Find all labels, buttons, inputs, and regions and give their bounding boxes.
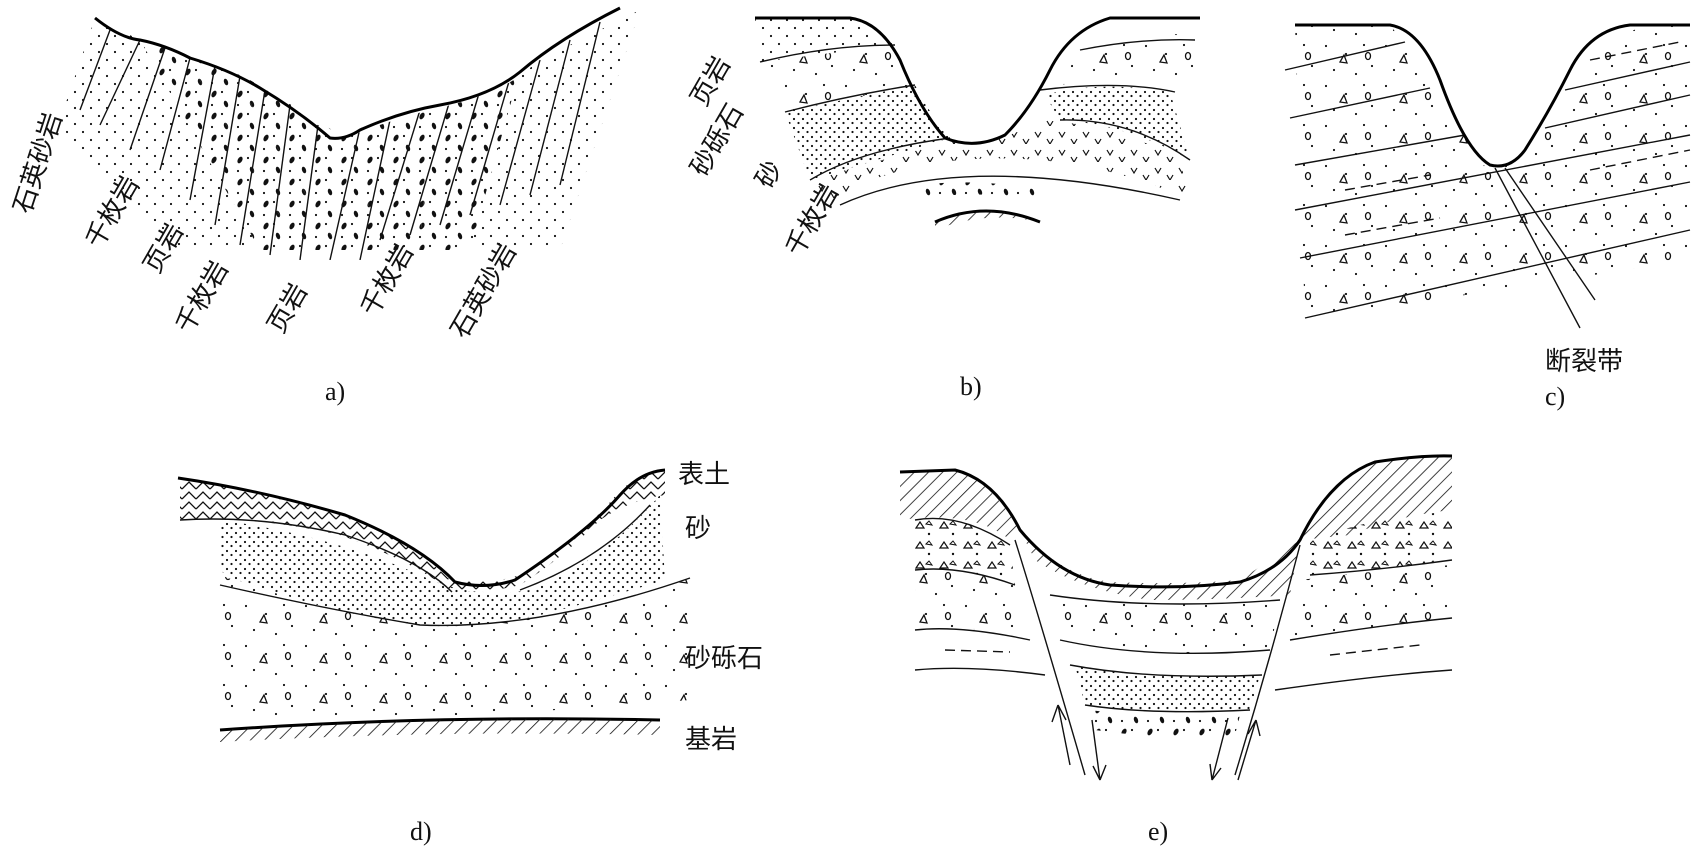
panel-e: e) [899, 454, 1453, 846]
panel-a-ground-surface [94, 6, 621, 140]
e-gravel-right [1290, 565, 1452, 640]
b-pebble-row [920, 182, 1040, 200]
e-topsoil-valley [1020, 530, 1300, 600]
panel-b-bedrock-hatch [935, 211, 1040, 230]
b-gravel-left [760, 45, 915, 112]
b-sand-left [785, 85, 950, 180]
label-b-phyllite: 千枚岩 [780, 179, 845, 262]
panel-c-ground-surface [1295, 23, 1690, 168]
e-faults [1014, 539, 1301, 776]
label-b-gravel: 砂砾石 [685, 99, 750, 182]
e-pebbles-bottom [1090, 710, 1240, 737]
e-gravel-left [915, 569, 1030, 635]
panel-b-ground-surface [755, 16, 1200, 145]
panel-d-labels: 表土 砂 砂砾石 基岩 [678, 460, 763, 755]
label-c-fault-zone: 断裂带 [1545, 347, 1623, 377]
e-sand-center [1075, 665, 1260, 712]
e-fault-arrows [1051, 704, 1261, 781]
e-bedding-lines [914, 517, 1453, 713]
label-b-sand: 砂 [750, 156, 789, 194]
b-phyllite [810, 120, 1190, 205]
label-phyllite-right: 千枚岩 [355, 239, 420, 322]
label-quartz-sandstone-right: 石英砂岩 [445, 238, 523, 343]
panel-e-ground-surface [899, 454, 1453, 589]
b-sand-right [1045, 86, 1190, 160]
panel-d-ground-surface [177, 468, 666, 587]
arrow-up-right [1237, 719, 1261, 781]
e-breccia-right [1310, 512, 1452, 575]
label-phyllite-middle: 千枚岩 [170, 256, 235, 339]
c-bedding-lines [1284, 41, 1691, 319]
c-fault-zone [1494, 167, 1596, 329]
label-d-sand: 砂 [685, 514, 711, 544]
quartz-sandstone-left [60, 18, 260, 250]
quartz-sandstone-right [470, 10, 640, 250]
label-d-bedrock: 基岩 [685, 725, 737, 755]
e-gravel-center [1050, 595, 1280, 654]
label-shale-middle: 页岩 [262, 278, 314, 338]
caption-a: a) [325, 377, 345, 406]
label-quartz-sandstone-left: 石英砂岩 [8, 109, 69, 217]
label-phyllite-left: 千枚岩 [80, 171, 145, 254]
panel-c: 断裂带 c) [1284, 23, 1691, 411]
caption-c: c) [1545, 382, 1565, 411]
arrow-down-left [1091, 719, 1107, 781]
b-shale-left [755, 18, 895, 62]
c-shale-dashes [1344, 41, 1691, 236]
caption-d: d) [410, 817, 432, 846]
arrow-up-left [1051, 704, 1071, 766]
e-topsoil-right [1300, 455, 1452, 540]
panel-d-bedrock-hatch [220, 718, 660, 742]
e-shale-dashes [944, 644, 1421, 656]
panel-a-strata [60, 10, 640, 260]
panel-b: 页岩 砂砾石 砂 千枚岩 b) [685, 16, 1200, 401]
panel-d: 表土 砂 砂砾石 基岩 d) [177, 460, 763, 846]
shale-left-band [185, 55, 340, 250]
caption-e: e) [1148, 817, 1168, 846]
d-sand [220, 495, 665, 627]
label-d-gravel: 砂砾石 [685, 644, 763, 674]
label-d-topsoil: 表土 [678, 460, 730, 490]
panel-a: 石英砂岩 千枚岩 页岩 千枚岩 页岩 千枚岩 石英砂岩 a) [8, 6, 640, 406]
phyllite-left-band [140, 40, 300, 250]
caption-b: b) [960, 372, 982, 401]
arrow-down-right [1209, 717, 1229, 781]
e-topsoil-left [900, 470, 1020, 540]
